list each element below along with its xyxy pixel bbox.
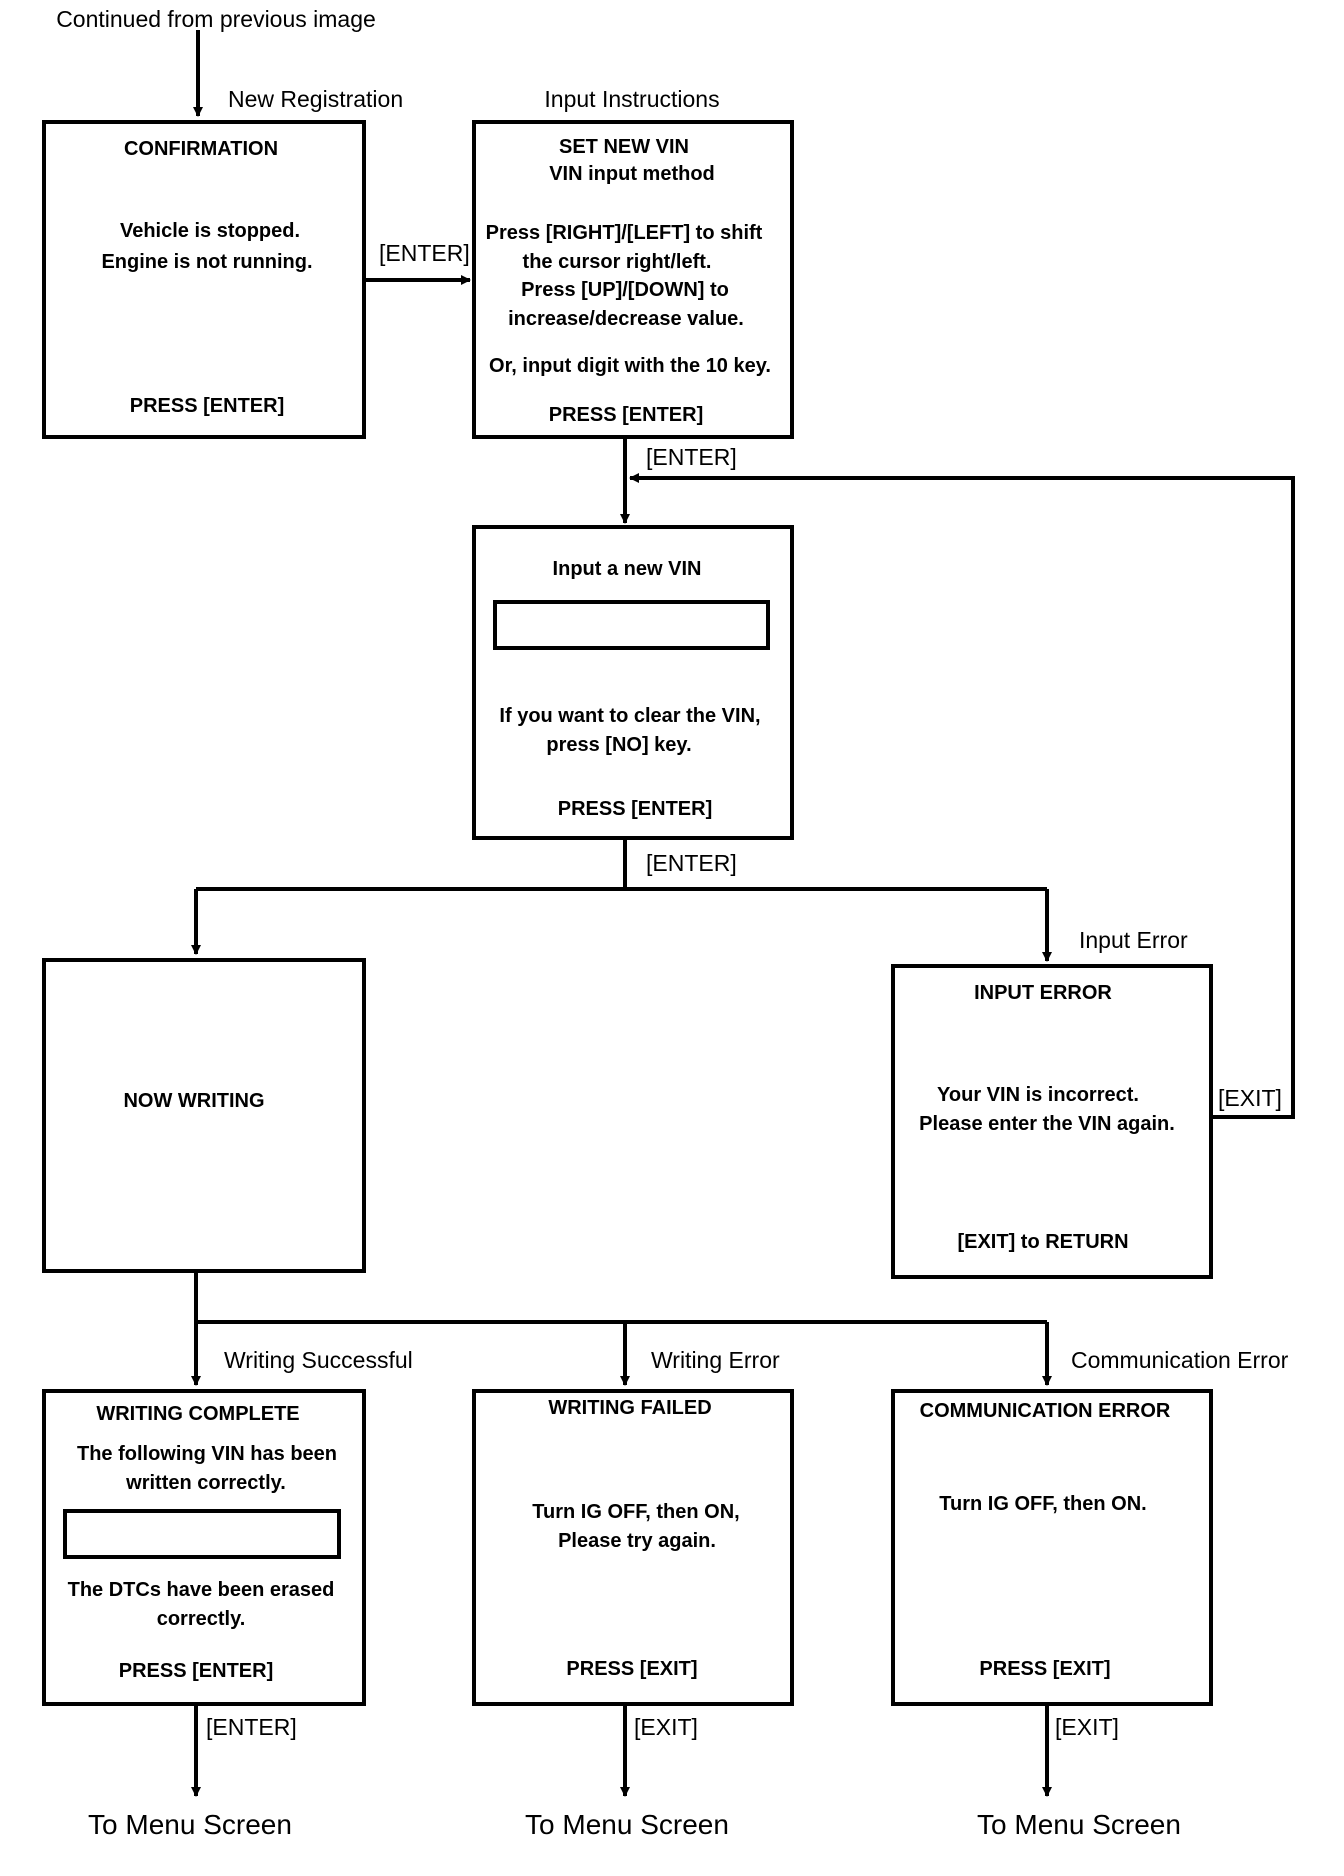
writing-complete-line-2: written correctly. (125, 1472, 286, 1494)
terminals: To Menu Screen To Menu Screen To Menu Sc… (88, 1809, 1181, 1840)
input-vin-footer: PRESS [ENTER] (558, 798, 712, 820)
edge-label-writing-error: Writing Error (651, 1347, 780, 1373)
terminal-menu-screen-2: To Menu Screen (525, 1809, 729, 1840)
writing-failed-line-1: Turn IG OFF, then ON, (532, 1501, 739, 1523)
confirmation-title: CONFIRMATION (124, 138, 278, 160)
writing-failed-title: WRITING FAILED (548, 1397, 711, 1419)
edge-label-exit-loop: [EXIT] (1218, 1085, 1282, 1111)
input-vin-title: Input a new VIN (553, 558, 702, 580)
intro-label: Continued from previous image (56, 6, 376, 32)
writing-complete-title: WRITING COMPLETE (96, 1403, 299, 1425)
edge-label-input-error: Input Error (1079, 927, 1188, 953)
screen-writing-failed: WRITING FAILED Turn IG OFF, then ON, Ple… (532, 1397, 739, 1680)
writing-complete-line-3: The DTCs have been erased (68, 1579, 335, 1601)
connectors (191, 30, 1295, 1797)
edge-label-exit-1: [EXIT] (634, 1714, 698, 1740)
screen-input-error: INPUT ERROR Your VIN is incorrect. Pleas… (919, 982, 1175, 1253)
arrow-input-error-loop (629, 473, 1295, 1119)
communication-error-title: COMMUNICATION ERROR (920, 1400, 1171, 1422)
edge-labels: Continued from previous image New Regist… (56, 6, 1288, 1740)
writing-failed-footer: PRESS [EXIT] (566, 1658, 697, 1680)
input-vin-line-2: press [NO] key. (546, 734, 691, 756)
confirmation-footer: PRESS [ENTER] (130, 395, 284, 417)
screen-now-writing: NOW WRITING (123, 1090, 264, 1112)
edge-label-new-registration: New Registration (228, 86, 403, 112)
input-error-title: INPUT ERROR (974, 982, 1112, 1004)
edge-label-enter-4: [ENTER] (206, 1714, 297, 1740)
set-vin-line-6: Or, input digit with the 10 key. (489, 355, 771, 377)
now-writing-title: NOW WRITING (123, 1090, 264, 1112)
vin-entry-field (493, 600, 770, 650)
writing-complete-footer: PRESS [ENTER] (119, 1660, 273, 1682)
now-writing-box (42, 958, 366, 1273)
set-vin-footer: PRESS [ENTER] (549, 404, 703, 426)
set-vin-box (472, 120, 794, 439)
input-error-line-1: Your VIN is incorrect. (937, 1084, 1139, 1106)
edge-label-writing-successful: Writing Successful (224, 1347, 413, 1373)
screen-communication-error: COMMUNICATION ERROR Turn IG OFF, then ON… (920, 1400, 1171, 1680)
input-error-box (891, 964, 1213, 1279)
writing-complete-line-1: The following VIN has been (77, 1443, 337, 1465)
writing-failed-box (472, 1389, 794, 1706)
written-vin-field (63, 1509, 341, 1559)
set-vin-line-3: the cursor right/left. (523, 251, 712, 273)
confirmation-box (42, 120, 366, 439)
screen-confirmation: CONFIRMATION Vehicle is stopped. Engine … (101, 138, 312, 417)
screen-boxes (42, 120, 1213, 1706)
communication-error-footer: PRESS [EXIT] (979, 1658, 1110, 1680)
writing-complete-line-4: correctly. (157, 1608, 246, 1630)
set-vin-line-1: VIN input method (549, 163, 715, 185)
edge-label-enter-2: [ENTER] (646, 444, 737, 470)
terminal-menu-screen-3: To Menu Screen (977, 1809, 1181, 1840)
communication-error-line-1: Turn IG OFF, then ON. (939, 1493, 1146, 1515)
confirmation-line-1: Vehicle is stopped. (120, 220, 300, 242)
writing-failed-line-2: Please try again. (558, 1530, 716, 1552)
set-vin-line-2: Press [RIGHT]/[LEFT] to shift (486, 222, 763, 244)
confirmation-line-2: Engine is not running. (101, 251, 312, 273)
set-vin-line-5: increase/decrease value. (508, 308, 744, 330)
input-error-line-2: Please enter the VIN again. (919, 1113, 1175, 1135)
input-error-footer: [EXIT] to RETURN (957, 1231, 1128, 1253)
set-vin-line-4: Press [UP]/[DOWN] to (521, 279, 729, 301)
set-vin-title: SET NEW VIN (559, 136, 689, 158)
edge-label-enter-1: [ENTER] (379, 240, 470, 266)
input-vin-line-1: If you want to clear the VIN, (499, 705, 760, 727)
communication-error-box (891, 1389, 1213, 1706)
edge-label-communication-error: Communication Error (1071, 1347, 1289, 1373)
screen-input-vin: Input a new VIN If you want to clear the… (499, 558, 760, 820)
input-vin-box (472, 525, 794, 840)
screen-writing-complete: WRITING COMPLETE The following VIN has b… (68, 1403, 337, 1682)
edge-label-input-instructions: Input Instructions (544, 86, 719, 112)
terminal-menu-screen-1: To Menu Screen (88, 1809, 292, 1840)
edge-label-exit-2: [EXIT] (1055, 1714, 1119, 1740)
edge-label-enter-3: [ENTER] (646, 850, 737, 876)
screen-set-vin: SET NEW VIN VIN input method Press [RIGH… (486, 136, 771, 426)
